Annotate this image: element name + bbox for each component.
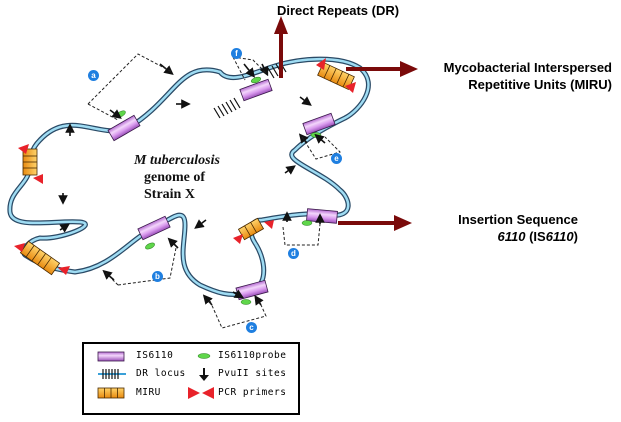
miru-element xyxy=(19,240,61,276)
miru-icon xyxy=(97,387,125,399)
pvuii-site-arrow-icon xyxy=(199,368,209,381)
is6110-element xyxy=(239,78,273,102)
callout-arrows xyxy=(274,16,418,231)
is6110-element xyxy=(302,112,336,136)
is6110-label-line2: 6110 (IS6110) xyxy=(497,229,578,244)
fragment-e xyxy=(301,136,341,160)
is6110-label: Insertion Sequence 6110 (IS6110) xyxy=(458,211,578,245)
pcr-primers xyxy=(14,58,356,275)
miru-label-line1: Mycobacterial Interspersed xyxy=(443,60,612,75)
miru-label: Mycobacterial Interspersed Repetitive Un… xyxy=(444,59,612,93)
legend-label-is6110: IS6110 xyxy=(136,350,174,361)
pcr-primers-icon xyxy=(188,387,214,399)
is6110-element-icon xyxy=(97,351,125,362)
legend-label-pvuii: PvuII sites xyxy=(218,368,287,379)
fragment-badge-b: b xyxy=(152,271,163,282)
legend: IS6110 IS6110probe DR locus PvuII sites … xyxy=(82,342,300,415)
restriction-fragments xyxy=(87,53,341,329)
fragment-badge-f: f xyxy=(231,48,242,59)
genome-title: M tuberculosis genome of Strain X xyxy=(134,152,220,203)
is6110-label-line1: Insertion Sequence xyxy=(458,212,578,227)
miru-elements xyxy=(19,61,355,276)
fragment-b xyxy=(105,247,177,286)
miru-callout-arrow xyxy=(346,61,418,77)
pvuii-sites xyxy=(58,63,326,306)
is6110-element xyxy=(235,279,269,301)
miru-label-line2: Repetitive Units (MIRU) xyxy=(468,77,612,92)
fragment-c xyxy=(209,300,267,329)
legend-label-pcr-primers: PCR primers xyxy=(218,387,287,398)
is6110-element xyxy=(107,114,141,142)
legend-label-miru: MIRU xyxy=(136,387,161,398)
strain-label: Strain X xyxy=(144,187,195,202)
legend-label-dr-locus: DR locus xyxy=(136,368,186,379)
legend-icons xyxy=(97,351,214,399)
dr-callout-arrow xyxy=(274,16,288,78)
is6110-elements xyxy=(107,78,338,301)
dr-label: Direct Repeats (DR) xyxy=(277,3,400,18)
organism-name: M tuberculosis xyxy=(134,153,220,168)
fragment-d xyxy=(282,223,321,246)
miru-element xyxy=(317,61,355,91)
probe-icon xyxy=(197,353,211,359)
legend-label-probe: IS6110probe xyxy=(218,350,287,361)
dr-locus-icon xyxy=(98,369,126,379)
miru-element xyxy=(237,217,265,241)
fragment-badge-a: a xyxy=(88,70,99,81)
fragment-badge-d: d xyxy=(288,248,299,259)
fragment-badge-c: c xyxy=(246,322,257,333)
is6110-callout-arrow xyxy=(338,215,412,231)
fragment-badge-e: e xyxy=(331,153,342,164)
is6110-element xyxy=(137,215,171,241)
miru-element xyxy=(22,148,38,176)
fragment-a xyxy=(87,53,173,121)
genome-of-label: genome of xyxy=(144,170,206,185)
